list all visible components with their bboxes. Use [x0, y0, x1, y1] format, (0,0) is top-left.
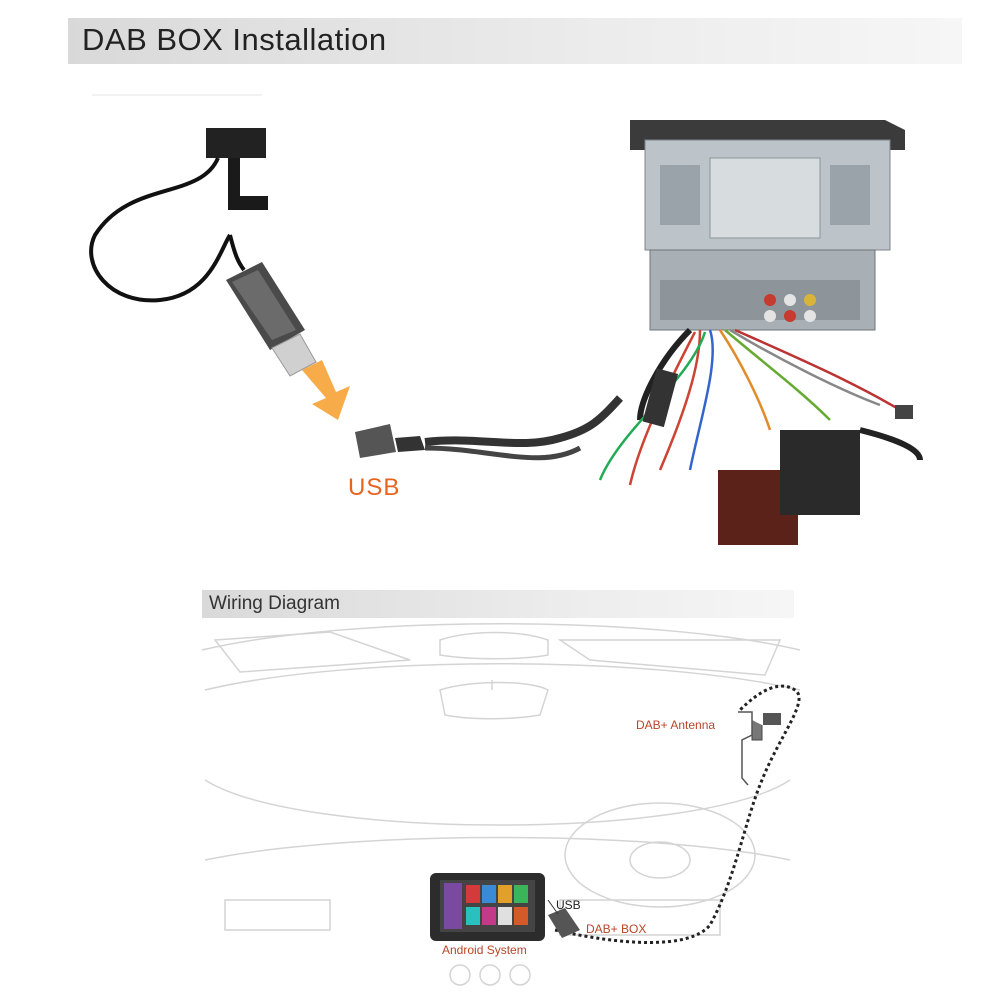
dab-antenna: [89, 128, 268, 303]
iso-connector-black: [780, 430, 860, 515]
antenna-cable: [554, 684, 801, 944]
dab-box-icon: [547, 899, 580, 938]
wiring-harness: [598, 327, 923, 486]
dab-usb-dongle: [226, 262, 317, 377]
usb-port-label: USB: [348, 474, 401, 501]
section-header: DAB BOX Installation: [68, 18, 962, 64]
wiring-diagram-header: Wiring Diagram: [202, 590, 794, 618]
antenna-icon: [738, 711, 781, 786]
antenna-label: DAB+ Antenna: [636, 718, 716, 732]
android-head-unit: [430, 873, 545, 941]
page-title: DAB BOX Installation: [82, 22, 387, 57]
car-interior-outline: [201, 623, 801, 986]
dab-box-label: DAB+ BOX: [586, 922, 647, 936]
wiring-diagram-title: Wiring Diagram: [209, 593, 340, 614]
android-system-label: Android System: [442, 943, 527, 957]
usb-cable: [355, 395, 623, 461]
head-unit: [630, 120, 905, 331]
insert-arrow: [302, 360, 350, 420]
usb-label: USB: [556, 898, 581, 912]
